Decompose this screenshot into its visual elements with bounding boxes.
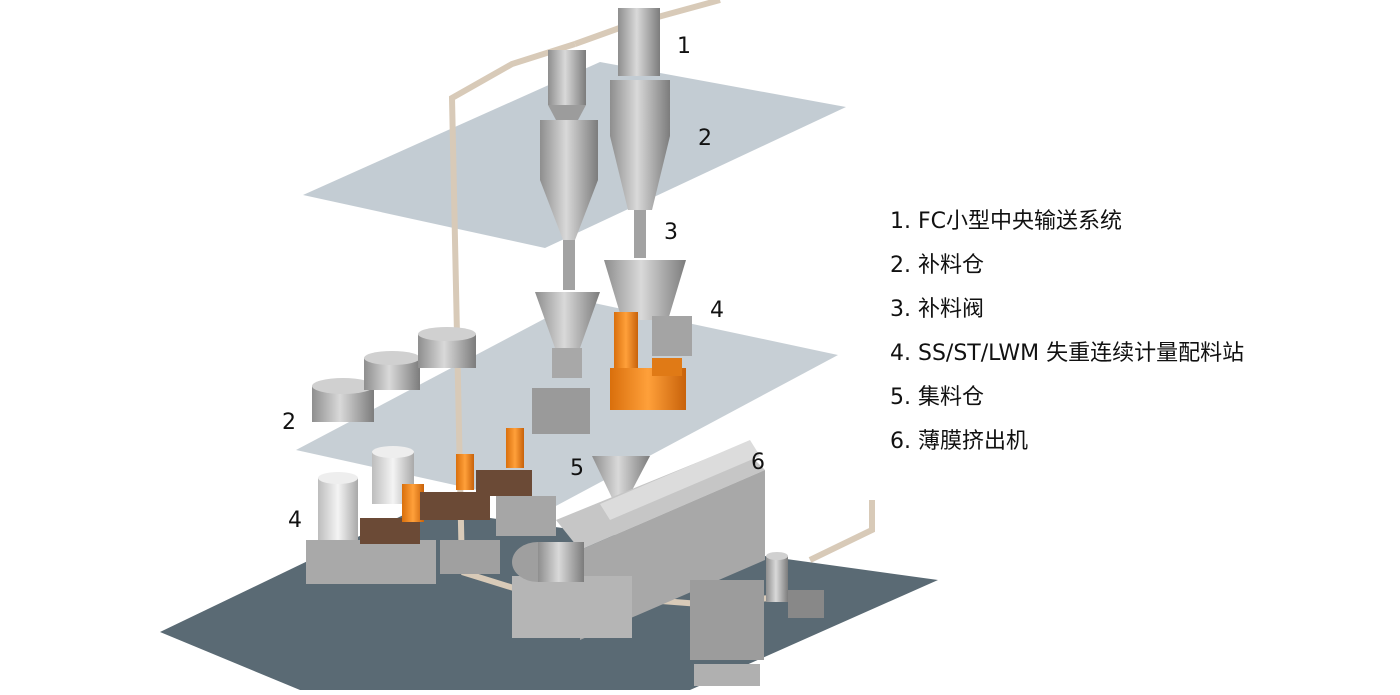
legend-item: 5. 集料仓 [890,385,984,410]
legend-item: 4. SS/ST/LWM 失重连续计量配料站 [890,341,1245,366]
callout-4-right: 4 [710,298,724,323]
legend-item: 1. FC小型中央输送系统 [890,209,1122,234]
callout-6: 6 [751,450,765,475]
left-hopper-stack [532,50,600,434]
legend-item: 3. 补料阀 [890,297,984,322]
callout-4-left: 4 [288,508,302,533]
lower-left-stations [306,428,556,584]
legend-item: 6. 薄膜挤出机 [890,429,1028,454]
left-platform-hoppers [312,327,476,422]
callout-5: 5 [570,456,584,481]
callout-2-top: 2 [698,126,712,151]
film-extruder [512,440,765,640]
orange-feeder-upper [610,312,686,410]
callout-1: 1 [677,34,691,59]
legend-item: 2. 补料仓 [890,253,984,278]
callout-2-left: 2 [282,410,296,435]
callout-3: 3 [664,220,678,245]
collecting-hopper [592,456,650,498]
component-legend: 1. FC小型中央输送系统 2. 补料仓 3. 补料阀 4. SS/ST/LWM… [890,200,1244,464]
auxiliary-unit [690,552,824,686]
right-hopper-stack [604,8,692,356]
